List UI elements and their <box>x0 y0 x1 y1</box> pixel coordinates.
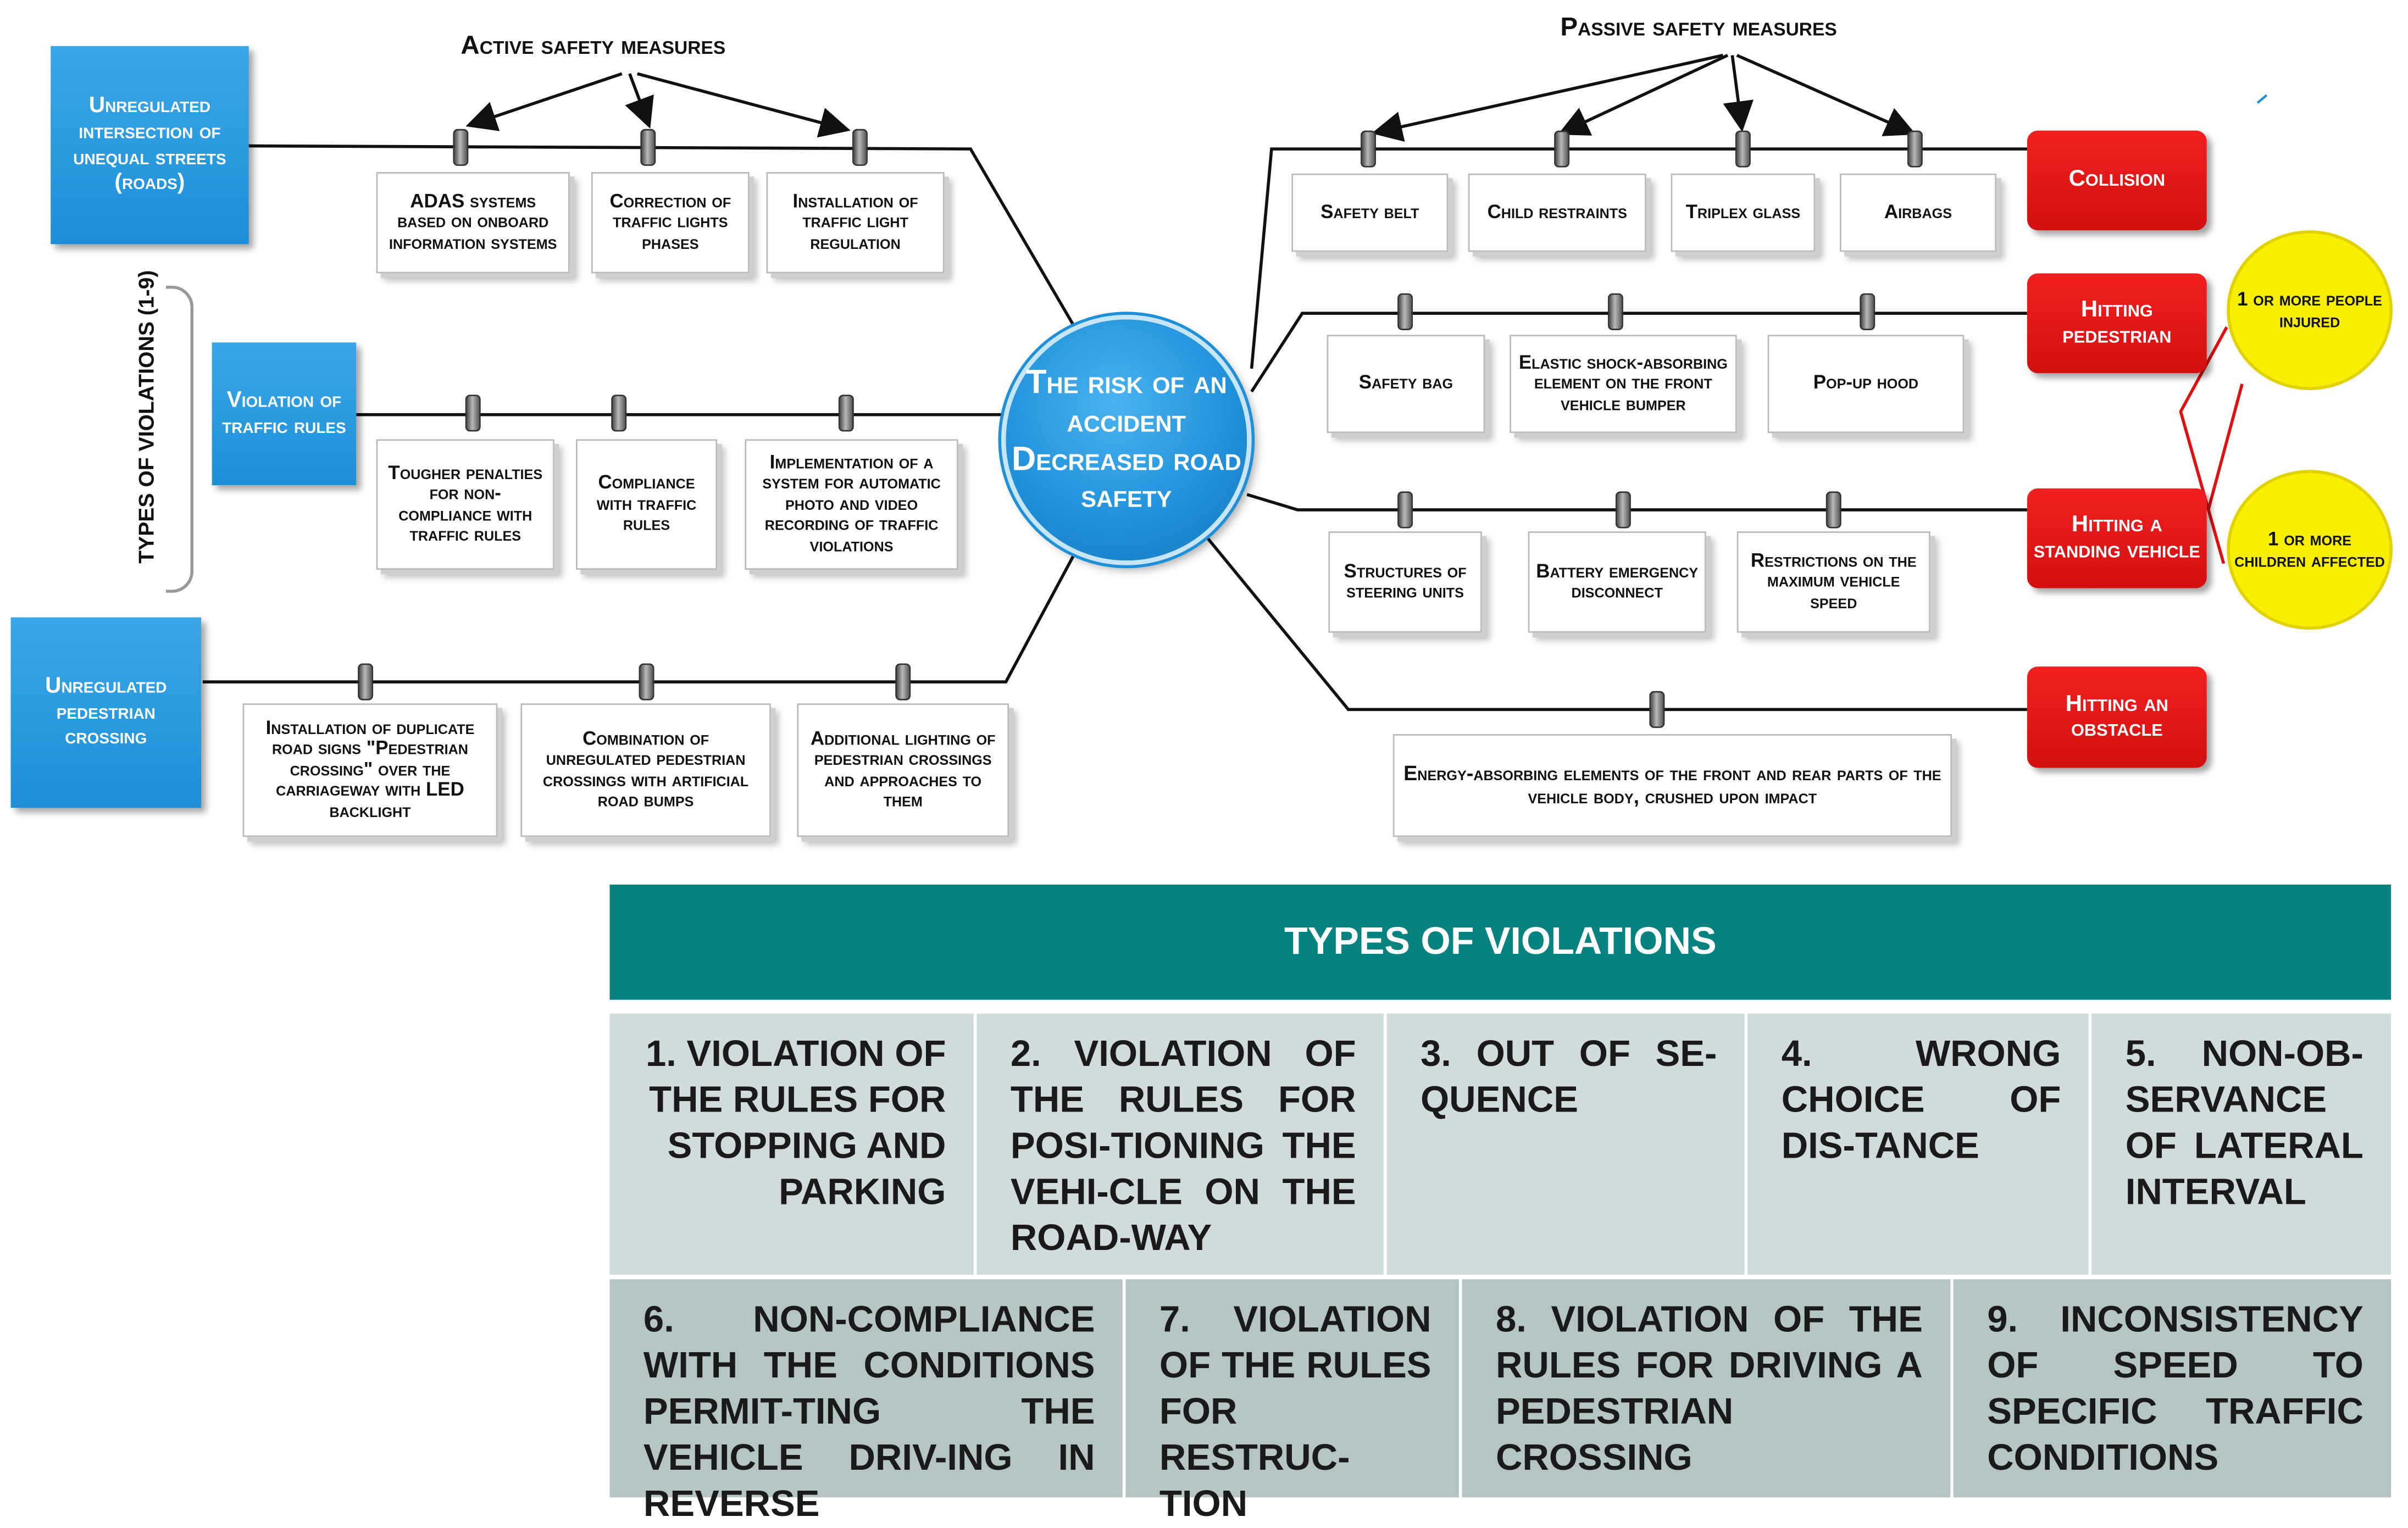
violation-cell-1: 1. VIOLATION OF THE RULES FOR STOPPING A… <box>609 1013 974 1275</box>
pin <box>640 129 656 166</box>
measure-compliance-traffic-rules: Compliance with traffic rules <box>575 439 718 570</box>
passive-measures-heading: Passive safety measures <box>1560 12 1837 42</box>
pin <box>358 663 374 701</box>
violation-cell-9: 9. INCONSISTENCY OF SPEED TO SPECIFIC TR… <box>1953 1279 2392 1498</box>
measure-adas-systems: ADAS systems based on onboard informatio… <box>376 172 570 274</box>
pin <box>1735 130 1751 168</box>
branch-line-pedestrian-crossing <box>202 552 1077 684</box>
violation-cell-2: 2. VIOLATION OF THE RULES FOR POSI-TIONI… <box>976 1013 1384 1275</box>
pin <box>838 394 854 432</box>
pin <box>1361 130 1376 168</box>
pin <box>1397 491 1413 529</box>
arrow-passive-2 <box>1557 54 1729 136</box>
red-link-2 <box>2206 384 2244 510</box>
pin <box>453 129 469 166</box>
arrow-passive-3 <box>1723 55 1754 132</box>
violations-table-title: TYPES OF VIOLATIONS <box>609 884 2392 1000</box>
violation-cell-5: 5. NON-OB-SERVANCE OF LATERAL INTERVAL <box>2091 1013 2392 1275</box>
measure-max-speed-restriction: Restrictions on the maximum vehicle spee… <box>1736 531 1930 633</box>
measure-tougher-penalties: Tougher penalties for non-compliance wit… <box>376 439 554 570</box>
measure-elastic-bumper-element: Elastic shock-absorbing element on the f… <box>1510 335 1737 434</box>
measure-airbags: Airbags <box>1839 173 1996 252</box>
measure-duplicate-road-signs: Installation of duplicate road signs "Pe… <box>242 703 498 837</box>
consequence-people-injured: 1 or more people injured <box>2227 230 2393 390</box>
measure-energy-absorbing-elements: Energy-absorbing elements of the front a… <box>1392 734 1952 837</box>
pin <box>1860 293 1876 330</box>
measure-pop-up-hood: Pop-up hood <box>1767 335 1965 434</box>
pin <box>1607 293 1623 330</box>
red-link-1 <box>2179 326 2228 564</box>
violation-cell-8: 8. VIOLATION OF THE RULES FOR DRIVING A … <box>1462 1279 1951 1498</box>
outcome-hitting-standing-vehicle: Hitting a standing vehicle <box>2027 488 2207 588</box>
arrow-active-3 <box>637 72 851 138</box>
branch-line-obstacle <box>1206 536 2027 712</box>
measure-traffic-light-phases: Correction of traffic lights phases <box>591 172 750 274</box>
pin <box>895 663 911 701</box>
source-unregulated-pedestrian-crossing: Unregulated pedestrian crossing <box>10 617 202 808</box>
violation-cell-7: 7. VIOLATION OF THE RULES FOR RESTRUC-TI… <box>1125 1279 1459 1525</box>
arrow-active-1 <box>465 72 623 131</box>
measure-traffic-light-regulation: Installation of traffic light regulation <box>766 172 945 274</box>
pin <box>852 129 868 166</box>
violation-cell-4: 4. WRONG CHOICE OF DIS-TANCE <box>1747 1013 2089 1275</box>
pin <box>1554 130 1570 168</box>
branch-line-collision <box>1250 147 2027 369</box>
measure-child-restraints: Child restraints <box>1468 173 1646 252</box>
measure-triplex-glass: Triplex glass <box>1671 173 1816 252</box>
branch-line-standing-vehicle <box>1246 493 2027 512</box>
pin <box>1826 491 1841 529</box>
pin <box>639 663 654 701</box>
outcome-hitting-obstacle: Hitting an obstacle <box>2027 666 2207 768</box>
pin <box>611 394 627 432</box>
violation-cell-3: 3. OUT OF SE-QUENCE <box>1386 1013 1745 1275</box>
active-measures-heading: Active safety measures <box>460 30 726 60</box>
pin <box>1649 691 1665 728</box>
pin <box>465 394 481 432</box>
stray-tick <box>2256 94 2268 104</box>
outcome-collision: Collision <box>2027 130 2207 231</box>
branch-line-intersection <box>248 144 1084 342</box>
measure-steering-structures: Structures of steering units <box>1328 531 1482 633</box>
violations-bracket <box>165 285 194 593</box>
pin <box>1397 293 1413 330</box>
source-unregulated-intersection: Unregulated intersection of unequal stre… <box>51 46 249 245</box>
consequence-children-affected: 1 or more children affected <box>2227 470 2393 630</box>
measure-automatic-recording: Implementation of a system for automatic… <box>745 439 958 570</box>
violation-cell-6: 6. NON-COMPLIANCE WITH THE CONDITIONS PE… <box>609 1279 1123 1525</box>
measure-safety-belt: Safety belt <box>1291 173 1449 252</box>
branch-line-hitting-pedestrian <box>1250 312 2027 393</box>
measure-road-bumps: Combination of unregulated pedestrian cr… <box>520 703 771 837</box>
measure-battery-disconnect: Battery emergency disconnect <box>1528 531 1706 633</box>
arrow-passive-4 <box>1736 54 1916 136</box>
center-risk-circle: The risk of an accident Decreased road s… <box>1001 314 1252 565</box>
measure-additional-lighting: Additional lighting of pedestrian crossi… <box>797 703 1009 837</box>
measure-safety-bag: Safety bag <box>1327 335 1485 434</box>
source-violation-traffic-rules: Violation of traffic rules <box>212 342 357 486</box>
types-of-violations-side-label: TYPES OF VIOLATIONS (1-9) <box>134 270 158 564</box>
arrow-active-2 <box>625 73 654 129</box>
pin <box>1907 130 1923 168</box>
arrow-passive-1 <box>1371 53 1724 142</box>
pin <box>1615 491 1631 529</box>
outcome-hitting-pedestrian: Hitting pedestrian <box>2027 273 2207 374</box>
